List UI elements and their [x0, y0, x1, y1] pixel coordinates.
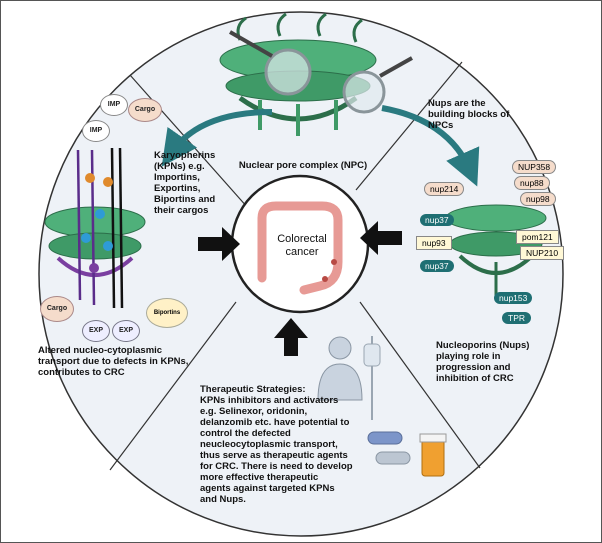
block-arrows [198, 221, 402, 356]
magnifier-icon-2 [342, 56, 413, 114]
nups-building-line: NPCs [428, 120, 454, 131]
altered-transport-block: Altered nucleo-cytoplasmic transport due… [38, 345, 238, 378]
nup210-label: NUP210 [526, 248, 559, 258]
nup37-label: nup37 [425, 261, 449, 271]
nucleoporins-line: progression and [436, 362, 511, 373]
biportins-label: Biportins [153, 310, 181, 316]
exp-bubble: EXP [82, 320, 110, 342]
altered-line: contributes to CRC [38, 367, 125, 378]
nucleoporins-line: inhibition of CRC [436, 373, 514, 384]
karyopherins-line: Exportins, [154, 183, 201, 194]
transport-npc [44, 147, 146, 309]
nups-building-block: Nups are the building blocks of NPCs [428, 98, 538, 131]
nup37-tag-2: nup37 [420, 260, 454, 272]
nucleoporins-line: playing role in [436, 351, 501, 362]
biportins-bubble: Biportins [146, 298, 188, 328]
therapeutic-line: e.g. Selinexor, oridonin, [200, 406, 308, 417]
pill-bottle-icon [419, 433, 447, 477]
therapeutic-line: agents against targeted KPNs [200, 483, 335, 494]
magnifier-icon [229, 30, 312, 96]
therapeutic-line: KPNs inhibitors and activators [200, 395, 339, 406]
arrow-from-left [198, 227, 240, 261]
therapeutic-line: more effective therapeutic [200, 472, 319, 483]
therapeutic-line: delanzomib etc. have potential to [200, 417, 350, 428]
tumor-spot-2 [322, 276, 328, 282]
nup98-tag: nup98 [520, 192, 556, 206]
cargo-bubble-2: Cargo [40, 296, 74, 322]
therapeutic-line: neucleocytoplasmic transport, [200, 439, 338, 450]
cargo-label: Cargo [46, 305, 68, 312]
arrow-from-bottom [274, 318, 308, 356]
nup214-tag: nup214 [424, 182, 465, 196]
nup210-tag: NUP210 [520, 246, 565, 260]
exp-bubble-2: EXP [112, 320, 140, 342]
nup88-label: nup88 [520, 178, 544, 188]
cargo-label: Cargo [134, 106, 156, 113]
nup358-label: NUP358 [518, 162, 551, 172]
therapeutic-line: and Nups. [200, 494, 246, 505]
nup37-label: nup37 [425, 215, 449, 225]
therapeutic-line: thus serve as therapeutic agents [200, 450, 348, 461]
nup93-tag: nup93 [416, 236, 452, 250]
karyopherins-line: (KPNs) e.g. [154, 161, 205, 172]
therapeutic-line: control the defected [200, 428, 291, 439]
karyopherins-line: their cargos [154, 205, 209, 216]
nup153-tag: nup153 [494, 292, 533, 304]
center-title-line1: Colorectal [277, 233, 327, 245]
arrow-to-right-panel [381, 105, 480, 187]
npc-caption: Nuclear pore complex (NPC) [238, 160, 368, 171]
karyopherins-line: Importins, [154, 172, 200, 183]
tpr-tag: TPR [502, 312, 531, 324]
nucleoporins-line: Nucleoporins (Nups) [436, 340, 530, 351]
nups-building-line: building blocks of [428, 109, 510, 120]
colon-illustration [257, 201, 343, 295]
nups-building-line: Nups are the [428, 98, 486, 109]
iv-bag-icon [363, 336, 381, 420]
arrow-from-right [360, 221, 402, 255]
nucleoporins-block: Nucleoporins (Nups) playing role in prog… [436, 340, 556, 384]
exp-label: EXP [118, 327, 133, 334]
tpr-label: TPR [508, 313, 525, 323]
pills-icon [367, 431, 411, 465]
exp-label: EXP [88, 327, 103, 334]
cargo-bubble: Cargo [128, 98, 162, 122]
nup93-label: nup93 [422, 238, 446, 248]
tumor-spot [331, 259, 337, 265]
karyopherins-line: Karyopherins [154, 150, 216, 161]
altered-line: transport due to defects in KPNs, [38, 356, 189, 367]
nup37-tag: nup37 [420, 214, 454, 226]
imp-label: IMP [107, 101, 121, 108]
imp-bubble: IMP [100, 94, 128, 116]
pom121-label: pom121 [522, 232, 553, 242]
pom121-tag: pom121 [516, 230, 559, 244]
imp-bubble-2: IMP [82, 120, 110, 142]
arrow-to-left-panel [161, 109, 273, 167]
therapeutic-line: for CRC. There is need to develop [200, 461, 353, 472]
karyopherins-line: Biportins and [154, 194, 216, 205]
nup358-tag: NUP358 [512, 160, 557, 174]
imp-label: IMP [89, 127, 103, 134]
patient-illustration [317, 336, 363, 401]
altered-line: Altered nucleo-cytoplasmic [38, 345, 163, 356]
nup88-tag: nup88 [514, 176, 550, 190]
therapeutic-block: Therapeutic Strategies: KPNs inhibitors … [200, 384, 370, 505]
center-title-line2: cancer [285, 246, 319, 258]
nup153-label: nup153 [499, 293, 528, 303]
karyopherins-block: Karyopherins (KPNs) e.g. Importins, Expo… [154, 150, 234, 216]
nup214-label: nup214 [430, 184, 459, 194]
nup98-label: nup98 [526, 194, 550, 204]
therapeutic-line: Therapeutic Strategies: [200, 384, 306, 395]
